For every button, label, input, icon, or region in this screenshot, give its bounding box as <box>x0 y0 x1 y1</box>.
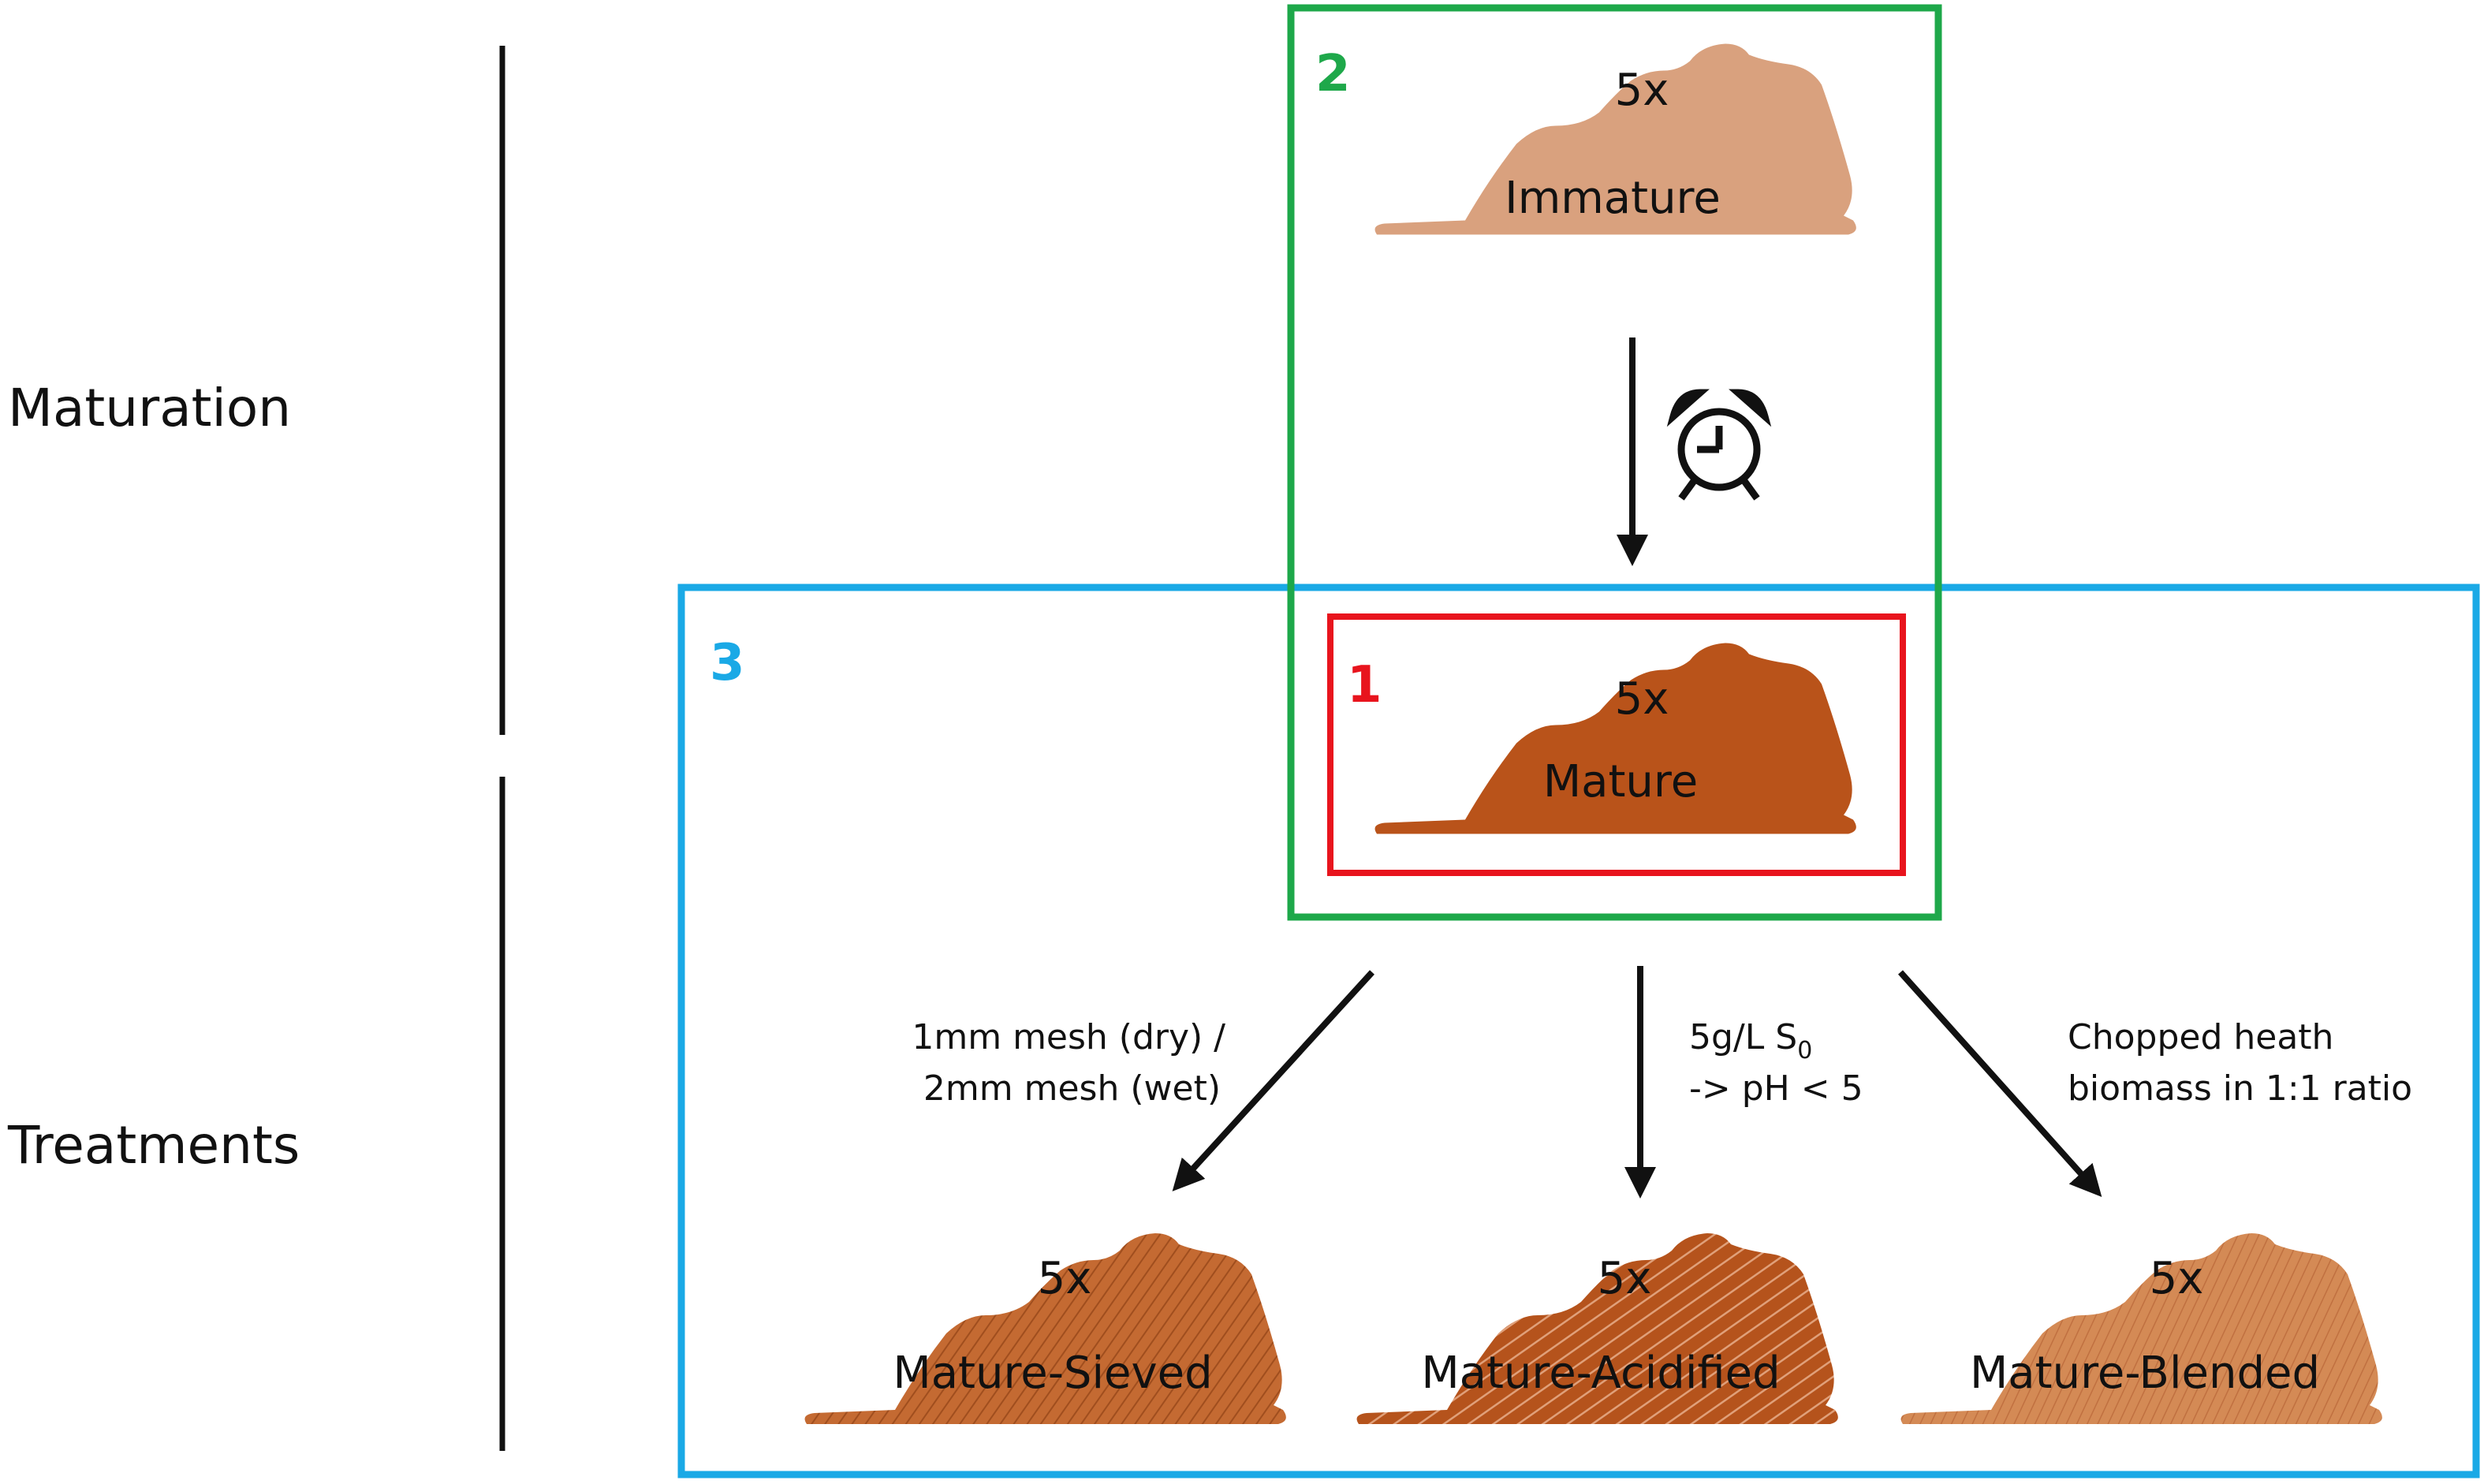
sieved-pile: 5x Mature-Sieved <box>804 1233 1286 1424</box>
treatment-step-box <box>677 584 2480 1478</box>
blended-label: Mature-Blended <box>1970 1348 2320 1399</box>
immature-pile: 5x Immature <box>1374 43 1856 235</box>
acidification-step-line2: -> pH < 5 <box>1689 1068 1863 1109</box>
blending-step-label: Chopped heath biomass in 1:1 ratio <box>2068 1017 2412 1109</box>
blending-step-line1: Chopped heath <box>2068 1017 2333 1057</box>
immature-count: 5x <box>1615 65 1669 116</box>
mature-label: Mature <box>1543 756 1698 807</box>
treatments-stage-label: Treatments <box>7 1115 300 1176</box>
treatment-step-number: 3 <box>710 634 745 692</box>
immature-label: Immature <box>1505 173 1721 224</box>
sieved-label: Mature-Sieved <box>893 1348 1212 1399</box>
blended-pile: 5x Mature-Blended <box>1900 1233 2382 1424</box>
mature-box <box>1327 613 1906 876</box>
acidification-step-label: 5g/L S0 -> pH < 5 <box>1689 1017 1863 1109</box>
blended-count: 5x <box>2150 1253 2204 1304</box>
alarm-clock-icon <box>1666 389 1772 501</box>
mature-box-number: 1 <box>1347 656 1382 714</box>
maturation-step-number: 2 <box>1315 45 1351 103</box>
acidified-label: Mature-Acidified <box>1421 1348 1780 1399</box>
maturation-step-box <box>1287 4 1942 921</box>
sieving-step-line1: 1mm mesh (dry) / <box>912 1017 1225 1057</box>
maturation-stage-label: Maturation <box>8 378 291 438</box>
acidification-step-line1: 5g/L S <box>1689 1017 1797 1057</box>
mature-pile: 5x Mature <box>1374 643 1856 834</box>
sieving-arrow <box>1172 970 1374 1191</box>
acidified-pile: 5x Mature-Acidified <box>1356 1233 1838 1424</box>
mature-count: 5x <box>1615 673 1669 725</box>
sieved-count: 5x <box>1038 1253 1092 1304</box>
blending-step-line2: biomass in 1:1 ratio <box>2068 1068 2412 1109</box>
sieving-step-label: 1mm mesh (dry) / 2mm mesh (wet) <box>912 1017 1236 1109</box>
acidification-step-subscript: 0 <box>1797 1037 1812 1065</box>
acidified-count: 5x <box>1598 1253 1652 1304</box>
sieving-step-line2: 2mm mesh (wet) <box>923 1068 1221 1109</box>
blending-arrow <box>1898 970 2102 1197</box>
